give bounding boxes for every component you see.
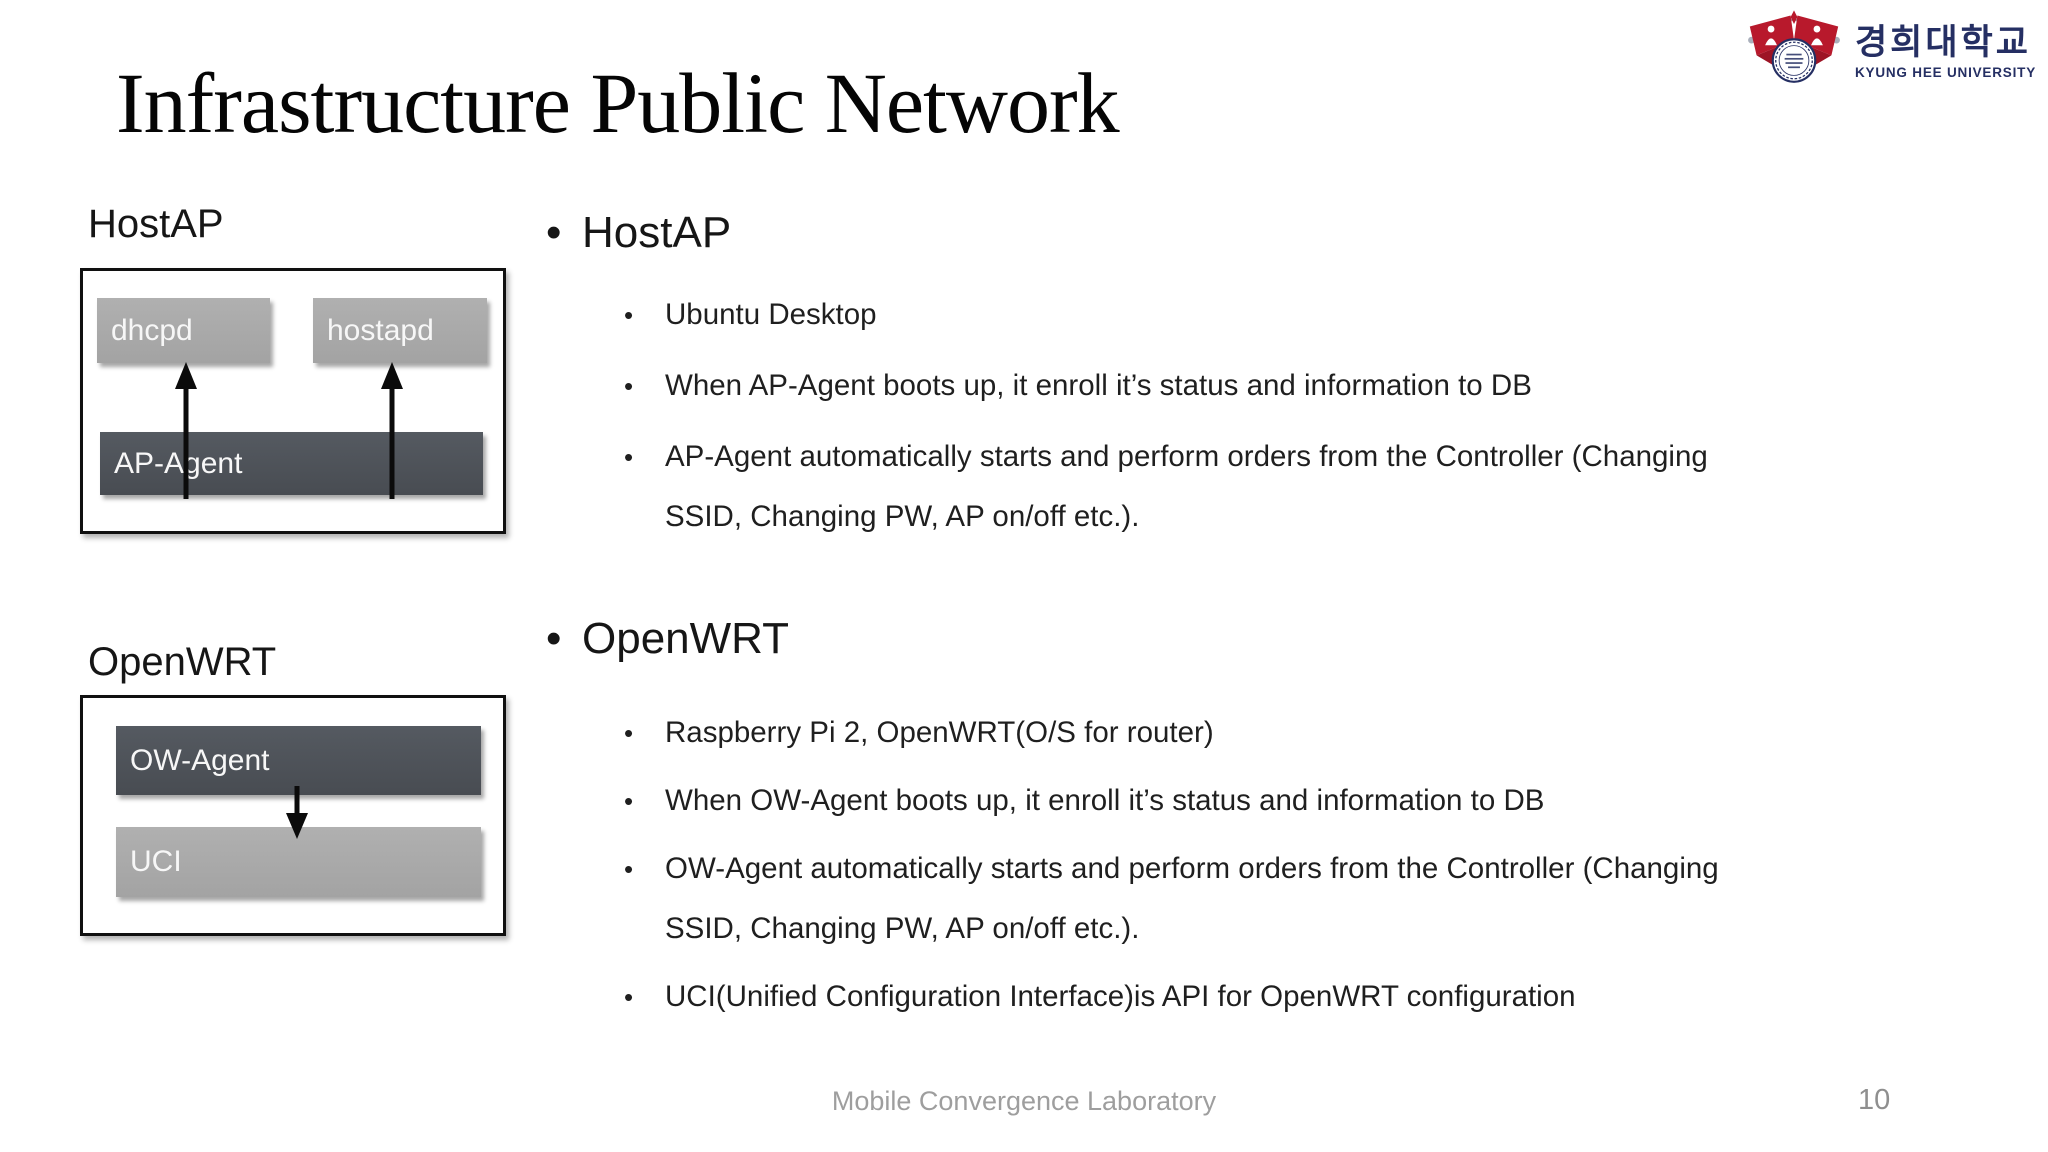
ap-agent-node-label: AP-Agent [114,446,243,480]
list-item: • Raspberry Pi 2, OpenWRT(O/S for router… [540,703,2010,763]
footer-text: Mobile Convergence Laboratory [831,1086,1217,1116]
bullet-marker: • [624,854,634,884]
list-item: • AP-Agent automatically starts and perf… [540,427,2010,547]
bullet-text: When AP-Agent boots up, it enroll it’s s… [665,369,1532,402]
bullet-marker: • [624,300,634,330]
uci-node-label: UCI [130,845,182,878]
ow-agent-node: OW-Agent [116,726,481,795]
list-item: • Ubuntu Desktop [540,285,2010,345]
page-number: 10 [1858,1084,1891,1116]
openwrt-diagram-frame: OW-Agent UCI [80,695,506,936]
bullet-text: Raspberry Pi 2, OpenWRT(O/S for router) [665,716,1214,749]
ow-agent-node-label: OW-Agent [130,743,270,777]
university-english-name: KYUNG HEE UNIVERSITY [1854,65,2036,81]
university-logo: 경희대학교 KYUNG HEE UNIVERSITY [1743,8,2036,96]
bullet-text: OW-Agent automatically starts and perfor… [665,852,1719,945]
bullet-marker: • [624,442,634,472]
page-title: Infrastructure Public Network [116,55,1120,151]
list-item: • UCI(Unified Configuration Interface)is… [540,967,2010,1027]
university-crest-icon [1748,10,1840,83]
bullet-text: When OW-Agent boots up, it enroll it’s s… [665,784,1545,817]
list-item: • When AP-Agent boots up, it enroll it’s… [540,356,2010,416]
bullet-marker: • [546,614,562,663]
openwrt-section-heading: • OpenWRT [540,610,2010,668]
bullet-marker: • [624,982,634,1012]
openwrt-heading-text: OpenWRT [582,614,790,663]
hostapd-node: hostapd [313,298,487,363]
hostap-diagram-frame: dhcpd hostapd AP-Agent [80,268,506,534]
university-logo-text: 경희대학교 KYUNG HEE UNIVERSITY [1854,22,2036,81]
arrow-ow-agent-to-uci-icon [286,786,308,839]
arrow-ap-agent-to-dhcpd-icon [175,362,197,499]
bullet-marker: • [624,786,634,816]
list-item: • When OW-Agent boots up, it enroll it’s… [540,771,2010,831]
uci-node: UCI [116,827,481,897]
hostap-diagram-arrows [175,362,403,499]
hostapd-node-label: hostapd [327,313,434,347]
list-item: • OW-Agent automatically starts and perf… [540,839,2010,959]
university-korean-name: 경희대학교 [1854,22,2031,62]
openwrt-section: • OpenWRT • Raspberry Pi 2, OpenWRT(O/S … [540,610,2010,1035]
dhcpd-node-label: dhcpd [111,313,193,347]
ap-agent-node: AP-Agent [100,432,483,495]
hostap-section: • HostAP • Ubuntu Desktop • When AP-Agen… [540,204,2010,558]
openwrt-bullet-list: • Raspberry Pi 2, OpenWRT(O/S for router… [540,703,2010,1027]
bullet-marker: • [546,208,562,257]
hostap-diagram-label: HostAP [88,202,224,246]
openwrt-diagram-label: OpenWRT [88,640,277,684]
dhcpd-node: dhcpd [97,298,270,363]
bullet-text: Ubuntu Desktop [665,298,877,331]
hostap-bullet-list: • Ubuntu Desktop • When AP-Agent boots u… [540,285,2010,547]
bullet-marker: • [624,371,634,401]
bullet-text: UCI(Unified Configuration Interface)is A… [665,980,1576,1013]
arrow-ap-agent-to-hostapd-icon [381,362,403,499]
hostap-section-heading: • HostAP [540,204,2010,262]
hostap-heading-text: HostAP [582,208,732,257]
bullet-marker: • [624,718,634,748]
bullet-text: AP-Agent automatically starts and perfor… [665,440,1708,533]
openwrt-diagram-arrows [286,786,308,839]
